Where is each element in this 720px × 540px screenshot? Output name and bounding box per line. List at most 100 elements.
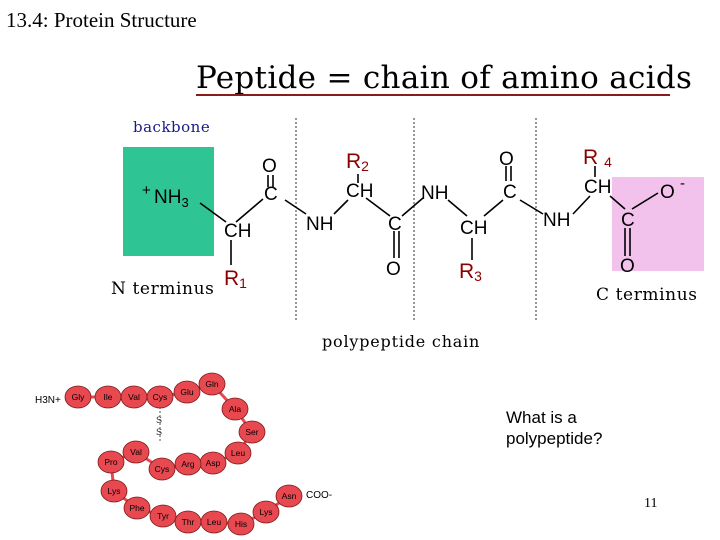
residue-bead: Tyr bbox=[149, 504, 177, 528]
residue-bead: Glu bbox=[173, 380, 201, 404]
amide-nitrogen: NH bbox=[543, 210, 570, 231]
residue-bead: Phe bbox=[123, 496, 151, 520]
residue-label: Cys bbox=[153, 392, 168, 402]
residue-label: Leu bbox=[207, 517, 221, 527]
residue-label: Val bbox=[130, 447, 142, 457]
residue-bead-shape bbox=[252, 500, 280, 524]
alpha-carbon: CH bbox=[460, 218, 487, 239]
amide-nitrogen: NH bbox=[421, 183, 448, 204]
residue-bead-shape bbox=[173, 380, 201, 404]
carbonyl-carbon: C bbox=[503, 182, 517, 203]
residue-bead: Val bbox=[122, 440, 150, 464]
residue-bead-shape bbox=[238, 420, 266, 444]
residue-label: Cys bbox=[155, 464, 170, 474]
r-group-2: R2 bbox=[346, 150, 369, 174]
residue-label: Ile bbox=[104, 392, 113, 402]
residue-label: Lys bbox=[260, 507, 273, 517]
alpha-carbon: CH bbox=[584, 177, 611, 198]
slide-heading: Peptide = chain of amino acids bbox=[196, 60, 693, 96]
residue-bead: Cys bbox=[148, 457, 176, 481]
residue-label: Lys bbox=[108, 486, 121, 496]
polypeptide-chain-label: polypeptide chain bbox=[322, 332, 481, 351]
amine-charge: + bbox=[142, 182, 151, 199]
carbonyl-oxygen: O bbox=[499, 149, 514, 170]
slide-header-title: 13.4: Protein Structure bbox=[6, 8, 197, 32]
residue-bead: Lys bbox=[252, 500, 280, 524]
carboxyl-carbon: C bbox=[621, 210, 635, 231]
r-group-3: R3 bbox=[459, 260, 482, 284]
residue-label: Leu bbox=[231, 448, 245, 458]
residue-bead: Lys bbox=[100, 479, 128, 503]
chain-n-terminal: H3N+ bbox=[35, 395, 61, 406]
r-group-1: R1 bbox=[224, 267, 247, 291]
disulfide-sulfur: S bbox=[156, 415, 162, 425]
carboxyl-oxygen: O bbox=[620, 256, 635, 277]
residue-label: Thr bbox=[182, 517, 195, 527]
residue-bead: Leu bbox=[224, 441, 252, 465]
residue-label: Asp bbox=[206, 458, 221, 468]
residue-bead-shape bbox=[221, 397, 249, 421]
residue-bead-shape bbox=[122, 440, 150, 464]
residue-label: Tyr bbox=[157, 511, 169, 521]
residue-label: Val bbox=[128, 392, 140, 402]
residue-bead: Val bbox=[120, 385, 148, 409]
residue-bead-shape bbox=[224, 441, 252, 465]
residue-bead-shape bbox=[123, 496, 151, 520]
residue-bead: Gly bbox=[64, 385, 92, 409]
carbonyl-carbon: C bbox=[264, 184, 278, 205]
question-text: What is a polypeptide? bbox=[506, 408, 603, 448]
residue-bead: Ile bbox=[94, 385, 122, 409]
residue-bead-shape bbox=[227, 512, 255, 536]
residue-bead: Gln bbox=[198, 372, 226, 396]
residue-bead-shape bbox=[198, 372, 226, 396]
backbone-atoms: + NH3 CH C O NH CH C O NH CH C O NH CH C… bbox=[142, 149, 685, 280]
residue-bead: Pro bbox=[97, 450, 125, 474]
carbonyl-oxygen: O bbox=[262, 156, 277, 177]
peptide-backbone-diagram: + NH3 CH C O NH CH C O NH CH C O NH CH C… bbox=[123, 118, 704, 320]
residue-bead: His bbox=[227, 512, 255, 536]
residue-bead: Ser bbox=[238, 420, 266, 444]
residue-label: Gln bbox=[205, 379, 219, 389]
residue-label: Asn bbox=[282, 491, 297, 501]
residue-bead-shape bbox=[146, 385, 174, 409]
carboxylate-charge: - bbox=[680, 175, 685, 192]
residue-bead-shape bbox=[174, 452, 202, 476]
residue-label: Pro bbox=[104, 457, 118, 467]
residue-bead-shape bbox=[149, 504, 177, 528]
amide-nitrogen: NH bbox=[306, 214, 333, 235]
chain-c-terminal: COO- bbox=[306, 490, 332, 501]
backbone-bonds bbox=[199, 166, 659, 265]
residue-label: Ser bbox=[245, 427, 258, 437]
residue-label: Ala bbox=[229, 404, 242, 414]
residue-label: His bbox=[235, 519, 247, 529]
alpha-carbon: CH bbox=[224, 221, 251, 242]
amine-group: NH3 bbox=[154, 187, 189, 210]
residue-label: Glu bbox=[180, 387, 194, 397]
residue-bead: Arg bbox=[174, 452, 202, 476]
amine-highlight-box bbox=[123, 147, 214, 256]
page-number: 11 bbox=[644, 496, 658, 511]
carbonyl-oxygen: O bbox=[386, 259, 401, 280]
carbonyl-carbon: C bbox=[388, 214, 402, 235]
residue-bead-shape bbox=[100, 479, 128, 503]
carboxylate-oxygen: O bbox=[660, 182, 675, 203]
alpha-carbon: CH bbox=[346, 181, 373, 202]
residue-label: Arg bbox=[181, 459, 195, 469]
residue-bead: Thr bbox=[174, 510, 202, 534]
residue-bead-shape bbox=[64, 385, 92, 409]
residue-bead: Ala bbox=[221, 397, 249, 421]
residue-bead-shape bbox=[97, 450, 125, 474]
residue-bead-shape bbox=[275, 484, 303, 508]
heading-underline bbox=[196, 94, 670, 96]
residue-bead-shape bbox=[200, 510, 228, 534]
residue-bead-shape bbox=[148, 457, 176, 481]
residue-bead: Asn bbox=[275, 484, 303, 508]
n-terminus-label: N terminus bbox=[111, 279, 215, 299]
backbone-label: backbone bbox=[133, 118, 211, 136]
residue-label: Gly bbox=[72, 392, 86, 402]
residue-bead: Cys bbox=[146, 385, 174, 409]
c-terminus-label: C terminus bbox=[596, 285, 698, 305]
